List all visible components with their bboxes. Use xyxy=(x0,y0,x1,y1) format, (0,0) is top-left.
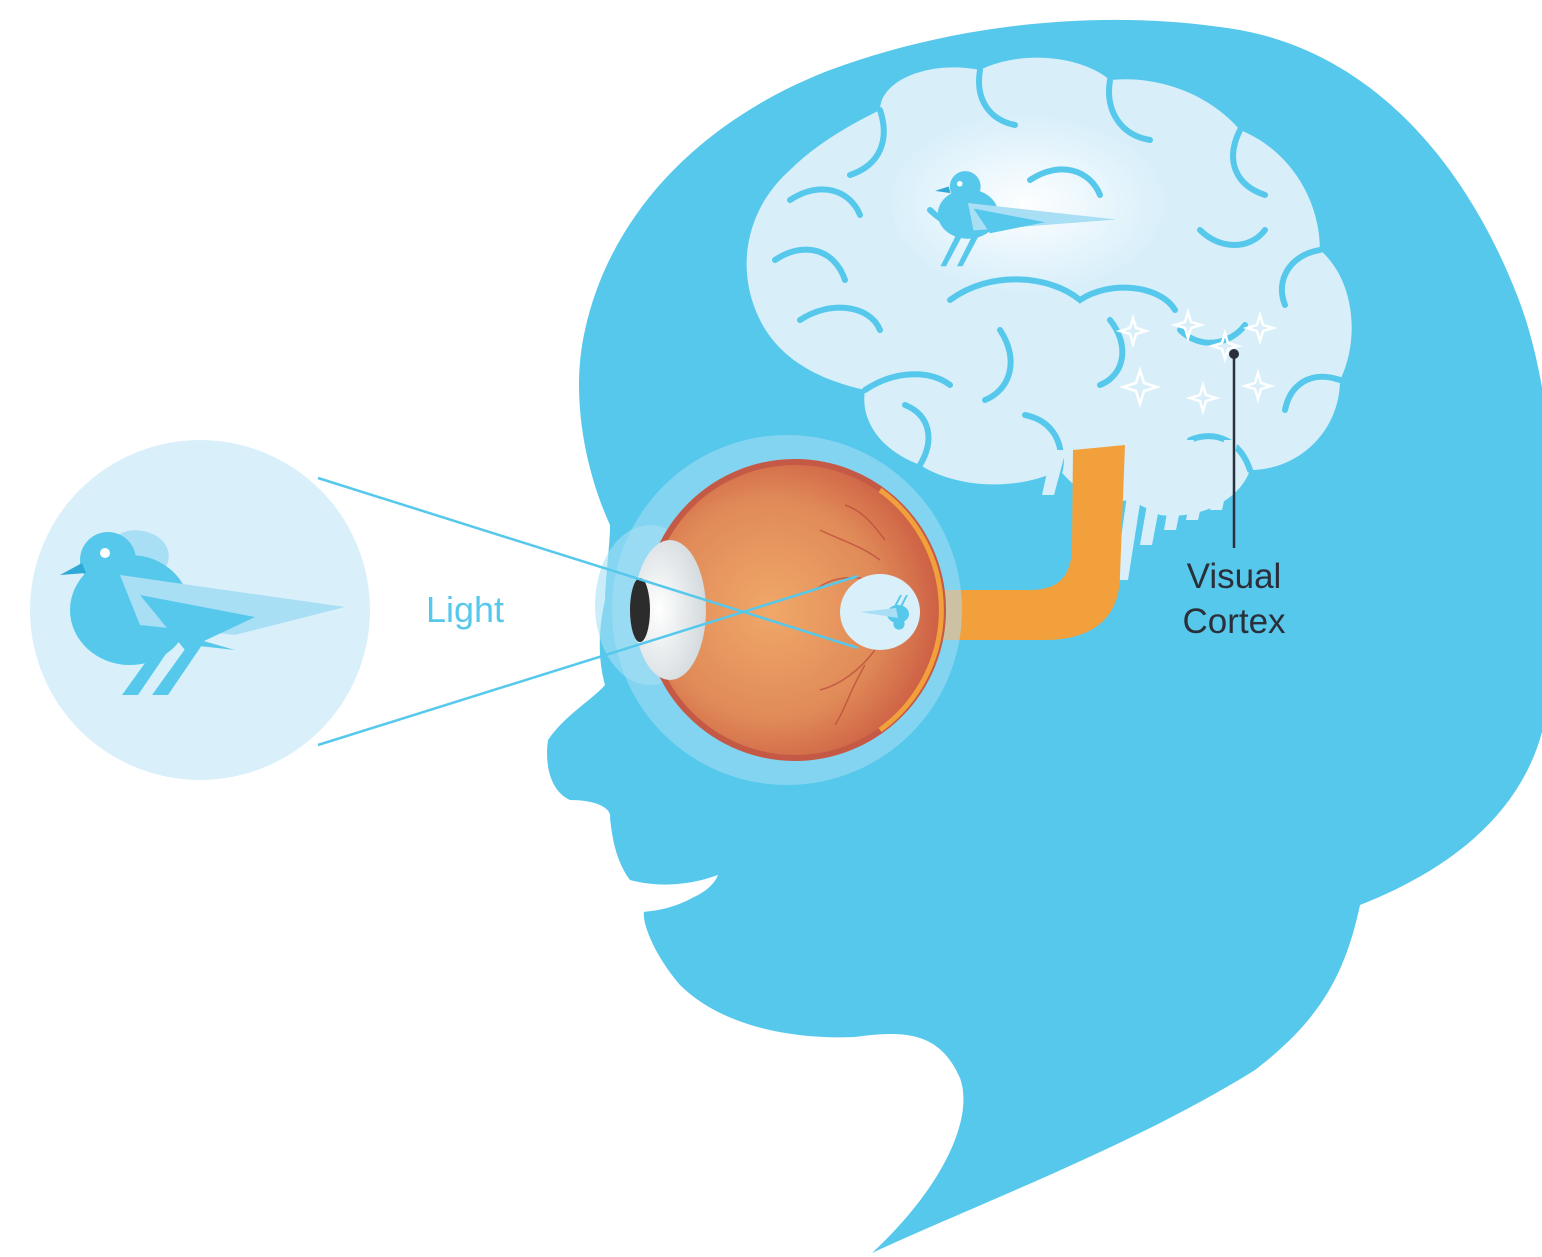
visual-cortex-label-line2: Cortex xyxy=(1182,602,1286,641)
light-label: Light xyxy=(426,589,504,630)
visual-cortex-label-line1: Visual xyxy=(1187,557,1282,596)
eye-pupil xyxy=(630,578,650,642)
